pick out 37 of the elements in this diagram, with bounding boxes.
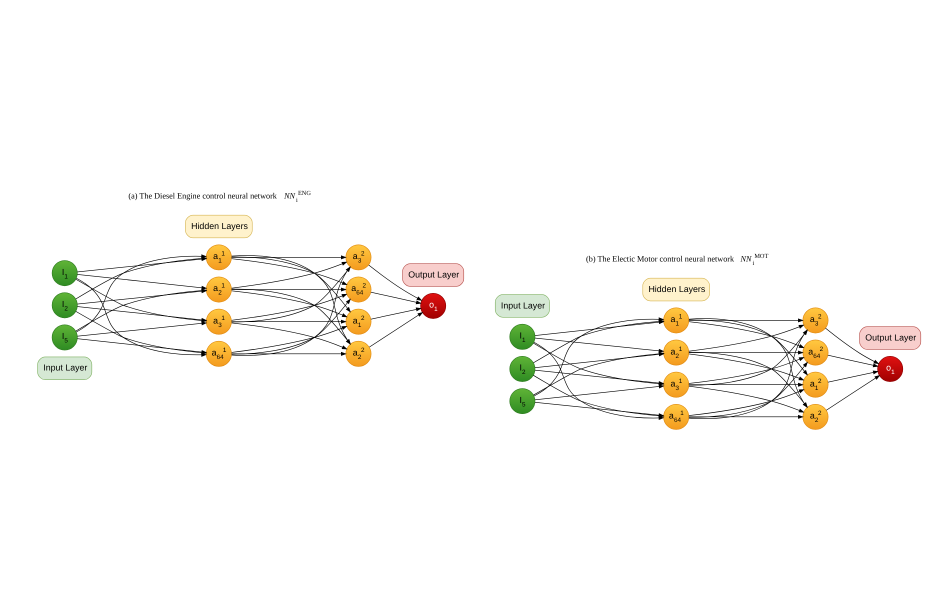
arrow	[231, 256, 351, 313]
arrow	[688, 352, 808, 408]
arrow	[826, 375, 880, 411]
arrow	[231, 266, 351, 322]
node-box: Hidden Layers	[642, 278, 710, 302]
arrow	[828, 370, 879, 382]
arrow	[77, 321, 208, 337]
node-circle: I$_{2}$	[52, 292, 78, 318]
node-box: Input Layer	[494, 294, 550, 318]
arrow	[825, 328, 880, 364]
arrow	[534, 384, 665, 400]
arrow	[370, 292, 422, 304]
node-box: Hidden Layers	[185, 214, 253, 238]
arrow	[231, 255, 347, 260]
node-circle: I$_{5}$	[52, 324, 78, 350]
arrow	[77, 274, 208, 290]
node-circle: o$_{1}$	[877, 356, 904, 382]
node-box: Output Layer	[859, 326, 922, 350]
node-circle: I$_{5}$	[509, 388, 536, 414]
node-circle: I$_{1}$	[52, 260, 78, 286]
arrow	[369, 312, 424, 348]
node-box: Input Layer	[37, 356, 92, 380]
node-box: Output Layer	[402, 263, 464, 287]
arrow	[688, 318, 804, 322]
arrow	[828, 354, 879, 368]
arrow	[688, 414, 804, 419]
node-circle: o$_{1}$	[420, 293, 446, 319]
arrow	[368, 264, 422, 301]
arrow	[534, 338, 664, 353]
arrow	[688, 362, 808, 418]
node-circle: I$_{2}$	[509, 356, 536, 382]
arrow	[370, 308, 422, 320]
arrow	[231, 352, 347, 356]
arrow	[231, 288, 347, 292]
arrow	[688, 382, 804, 387]
arrow	[688, 350, 804, 355]
node-circle: I$_{1}$	[509, 324, 536, 350]
